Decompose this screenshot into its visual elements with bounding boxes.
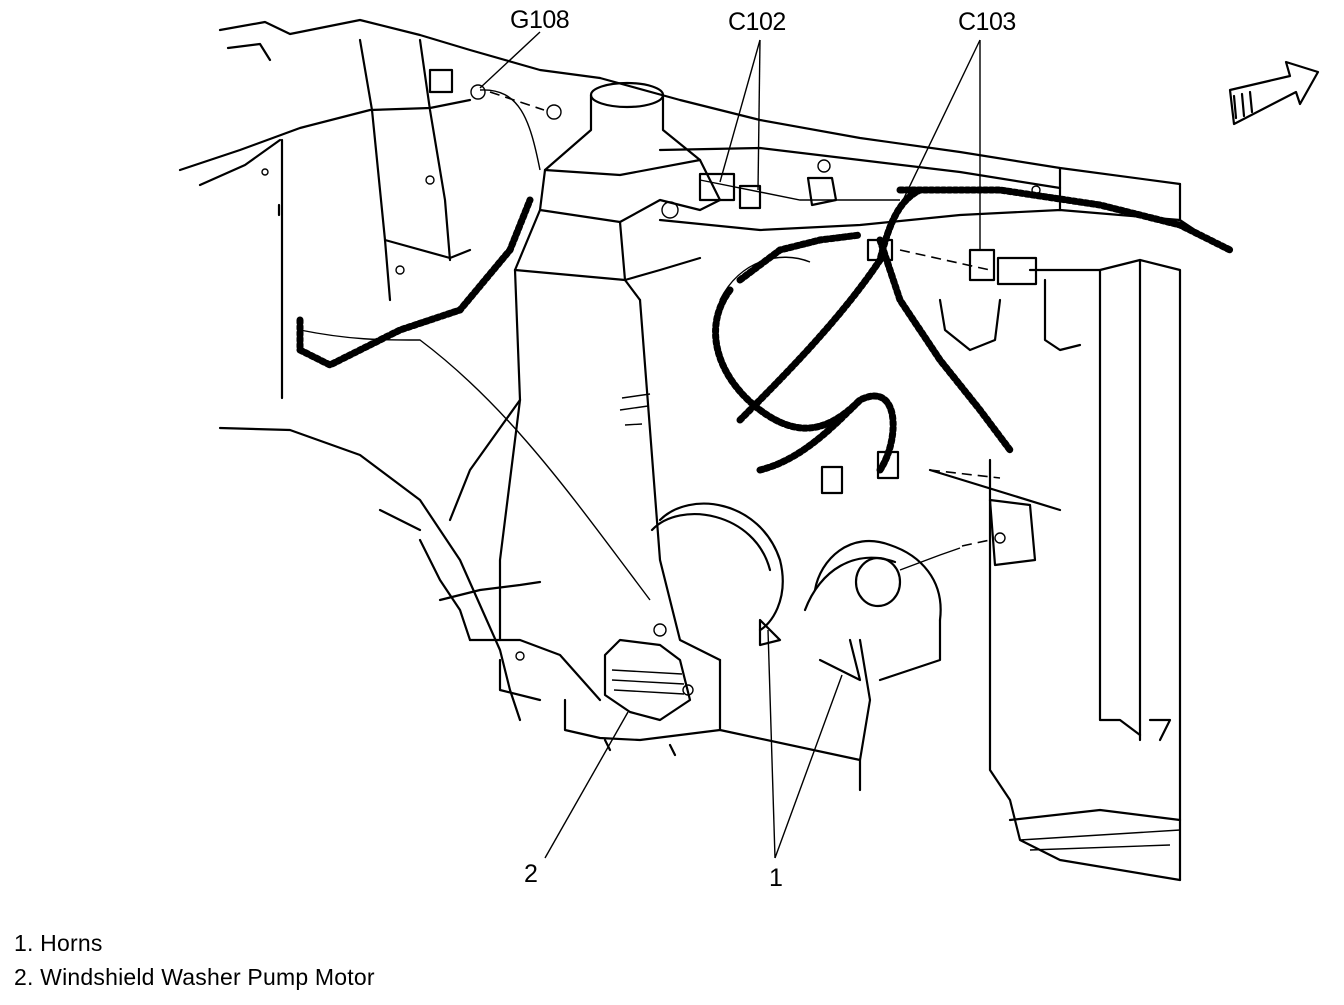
fender-structure — [178, 18, 602, 722]
forward-arrow-icon — [1228, 60, 1320, 126]
connectors — [698, 172, 1062, 512]
washer-pump — [603, 623, 694, 757]
callout-c102: C102 — [728, 8, 786, 36]
upper-support — [598, 76, 1227, 252]
wiring-harness — [296, 89, 1234, 601]
callout-g108: G108 — [510, 6, 570, 34]
right-structure — [718, 258, 1182, 882]
callout-c103: C103 — [958, 8, 1016, 36]
callout-item-1: 1 — [769, 864, 783, 892]
legend-item-horns: 1. Horns — [14, 930, 103, 956]
washer-reservoir — [448, 81, 722, 742]
legend-item-washer-pump: 2. Windshield Washer Pump Motor — [14, 964, 375, 990]
leader-lines — [479, 31, 981, 859]
ground-g108 — [428, 68, 562, 120]
callout-item-2: 2 — [524, 860, 538, 888]
horns — [650, 498, 1037, 682]
